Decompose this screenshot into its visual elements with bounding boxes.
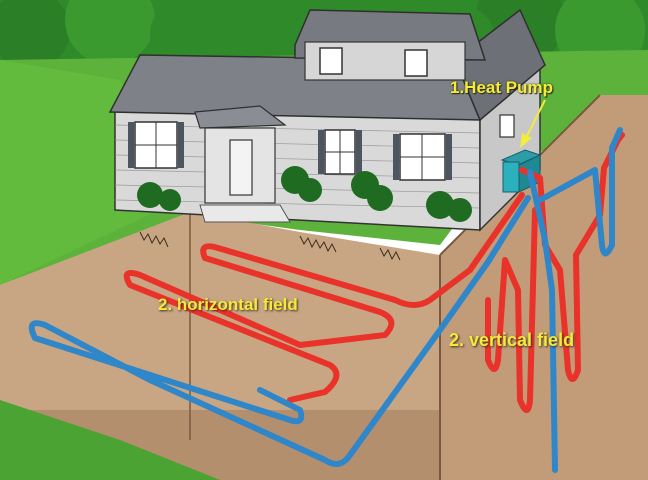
heat-pump-arrowhead: [520, 133, 532, 148]
vertical-hot-pipe: [519, 132, 625, 382]
front-door: [229, 139, 253, 196]
heat-pump-label: 1.Heat Pump: [450, 78, 553, 97]
window: [319, 47, 343, 75]
horizontal-hot-pipe: [123, 192, 525, 403]
foreground-grass: [0, 400, 220, 480]
window: [404, 49, 428, 77]
vertical-field-label: 2. vertical field: [449, 330, 575, 350]
vertical-hot-pipe-2: [485, 207, 538, 413]
horizontal-cold-pipe: [28, 195, 531, 467]
house: [108, 8, 546, 232]
porch-steps: [199, 204, 291, 223]
vertical-cold-pipe-2: [537, 127, 623, 257]
horizontal-field-label: 2. horizontal field: [158, 295, 298, 314]
vertical-cold-pipe: [527, 169, 558, 473]
heat-pump-arrow: [524, 99, 546, 141]
soil-edge-texture: [139, 231, 401, 261]
